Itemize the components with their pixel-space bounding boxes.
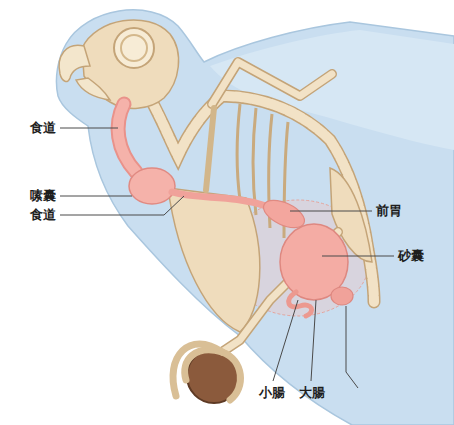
leader-line	[60, 128, 118, 129]
part-label: 前胃	[376, 203, 402, 219]
esophagus-upper	[118, 104, 136, 172]
leader-line	[60, 196, 132, 197]
wing-bone-outline	[212, 62, 332, 104]
leader-line	[290, 211, 372, 212]
wing-bone	[212, 62, 332, 104]
leader-lines	[60, 128, 394, 388]
leader-line	[311, 300, 316, 381]
part-label: 嗉囊	[30, 188, 56, 204]
bird-silhouette	[56, 10, 454, 425]
leader-line	[273, 300, 298, 381]
part-label: 食道	[30, 120, 56, 136]
small-intestine	[289, 292, 312, 316]
toe	[222, 352, 240, 400]
part-label: 大腸	[299, 385, 325, 401]
coracoid	[206, 108, 214, 190]
part-label: 小腸	[259, 385, 285, 401]
part-label: 砂囊	[398, 248, 424, 264]
beak-lower	[76, 78, 110, 100]
spine	[150, 96, 374, 302]
leader-line	[322, 256, 394, 257]
spine-outline	[150, 96, 374, 302]
beak-upper	[59, 45, 90, 81]
large-intestine	[331, 287, 353, 305]
toe	[173, 344, 222, 396]
eye-ring	[114, 28, 154, 68]
eye-ring-inner	[121, 35, 147, 61]
esophagus-lower	[172, 192, 266, 206]
toes	[173, 344, 240, 400]
crop	[129, 168, 175, 204]
leader-line	[60, 196, 184, 215]
wing-shade	[210, 30, 454, 150]
esophagus-upper-fill	[118, 104, 136, 172]
leader-line	[346, 306, 358, 388]
toe	[185, 350, 222, 380]
rib	[237, 104, 240, 200]
part-label: 食道	[30, 207, 56, 223]
sternum	[168, 188, 260, 332]
